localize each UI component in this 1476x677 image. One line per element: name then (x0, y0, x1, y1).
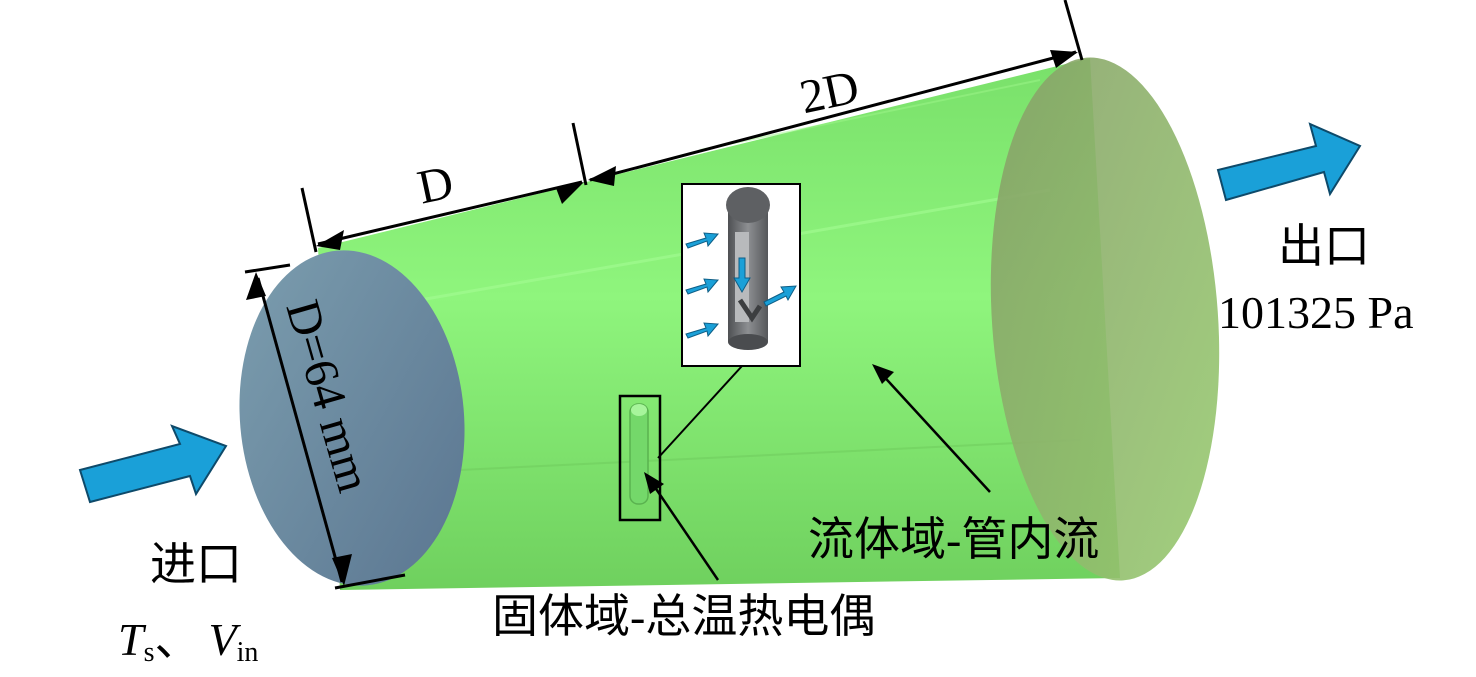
inlet-face (239, 250, 465, 586)
outlet-arrow (1216, 122, 1362, 202)
inset-flow-arrows (685, 232, 797, 339)
inlet-var-ts-sub: s (144, 637, 155, 668)
dim-line-2d (589, 50, 1077, 182)
inlet-separator: 、 (155, 614, 201, 665)
dim-label-2d: 2D (795, 60, 863, 124)
inset-leader-line (657, 365, 743, 459)
dim-line-d (317, 180, 583, 246)
inlet-var-ts: T (118, 614, 147, 665)
inlet-conditions: Ts、Vin (118, 614, 258, 668)
label-leaders (644, 364, 991, 581)
dim-line-diameter (256, 277, 344, 583)
dimension-arrowheads (246, 50, 1078, 586)
probe-detail-body (726, 187, 770, 350)
inlet-title: 进口 (150, 539, 242, 590)
outlet-title: 出口 (1278, 221, 1370, 272)
dim-label-d: D (413, 156, 458, 215)
inlet-var-vin-sub: in (237, 637, 259, 668)
inlet-var-vin: V (209, 614, 242, 665)
inlet-arrow (78, 424, 228, 504)
fluid-domain-label: 流体域-管内流 (808, 514, 1099, 565)
probe-detail-inset (681, 183, 801, 367)
solid-domain-label: 固体域-总温热电偶 (492, 591, 875, 642)
outlet-pressure: 101325 Pa (1218, 287, 1414, 338)
outlet-face (990, 57, 1220, 581)
thermocouple-probe (618, 394, 662, 522)
dimension-lines (244, 0, 1084, 590)
